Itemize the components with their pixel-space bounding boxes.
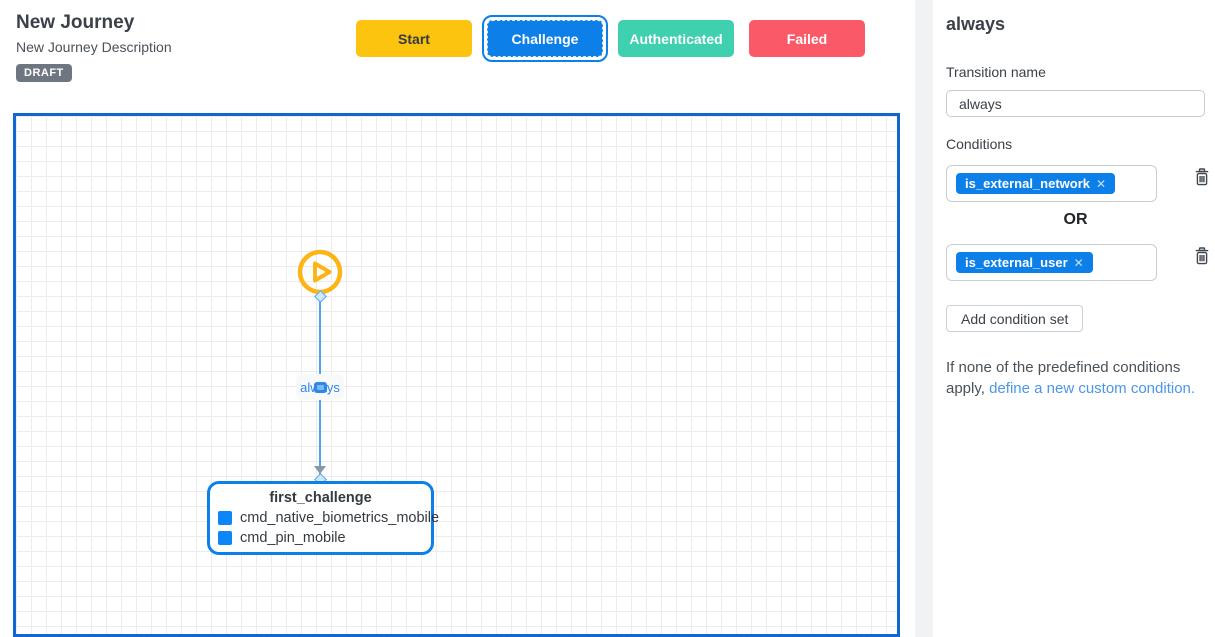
condition-chip-label: is_external_user	[965, 255, 1068, 270]
trash-icon[interactable]	[1194, 168, 1210, 186]
condition-indicator-icon	[314, 382, 327, 393]
action-square-icon	[218, 511, 232, 525]
page-subtitle: New Journey Description	[16, 39, 172, 55]
trash-icon[interactable]	[1194, 247, 1210, 265]
journey-canvas[interactable]: always first_challenge cmd_native_biomet…	[13, 113, 900, 637]
condition-set-input[interactable]: is_external_network ✕	[946, 165, 1157, 202]
start-button[interactable]: Start	[356, 20, 472, 57]
failed-button[interactable]: Failed	[749, 20, 865, 57]
define-custom-condition-link[interactable]: define a new custom condition.	[989, 380, 1196, 397]
condition-chip[interactable]: is_external_network ✕	[956, 173, 1116, 194]
add-condition-set-button[interactable]: Add condition set	[946, 305, 1084, 332]
remove-condition-icon[interactable]: ✕	[1096, 176, 1107, 191]
node-action-label: cmd_pin_mobile	[240, 530, 346, 546]
play-icon	[297, 249, 343, 295]
page-title: New Journey	[16, 12, 135, 33]
node-first-challenge[interactable]: first_challenge cmd_native_biometrics_mo…	[207, 481, 439, 555]
or-separator-label: OR	[1063, 211, 1088, 228]
condition-chip-label: is_external_network	[965, 176, 1091, 191]
conditions-label: Conditions	[946, 136, 1013, 152]
panel-title: always	[946, 14, 1006, 34]
node-action-label: cmd_native_biometrics_mobile	[240, 510, 440, 526]
transition-properties-panel: always Transition name Conditions is_ext…	[933, 0, 1215, 637]
node-title: first_challenge	[269, 490, 372, 506]
authenticated-button[interactable]: Authenticated	[618, 20, 734, 57]
edge-arrowhead-icon	[314, 466, 326, 474]
challenge-button[interactable]: Challenge	[482, 15, 608, 62]
condition-set-input[interactable]: is_external_user ✕	[946, 244, 1157, 281]
remove-condition-icon[interactable]: ✕	[1073, 255, 1084, 270]
custom-condition-note-text: If none of the predefined conditions app…	[946, 359, 1181, 397]
node-action-row: cmd_pin_mobile	[218, 530, 431, 546]
edge-label-always[interactable]: always	[296, 374, 344, 400]
status-badge: DRAFT	[16, 64, 72, 82]
panel-divider	[915, 0, 933, 637]
journey-header: New Journey New Journey Description DRAF…	[16, 12, 172, 82]
node-action-row: cmd_native_biometrics_mobile	[218, 510, 439, 526]
transition-name-label: Transition name	[946, 64, 1046, 80]
custom-condition-note: If none of the predefined conditions app…	[946, 357, 1198, 399]
transition-name-input[interactable]	[946, 90, 1205, 117]
journey-state-toolbar: Start Challenge Authenticated Failed	[356, 15, 865, 62]
condition-chip[interactable]: is_external_user ✕	[956, 252, 1093, 273]
action-square-icon	[218, 531, 232, 545]
